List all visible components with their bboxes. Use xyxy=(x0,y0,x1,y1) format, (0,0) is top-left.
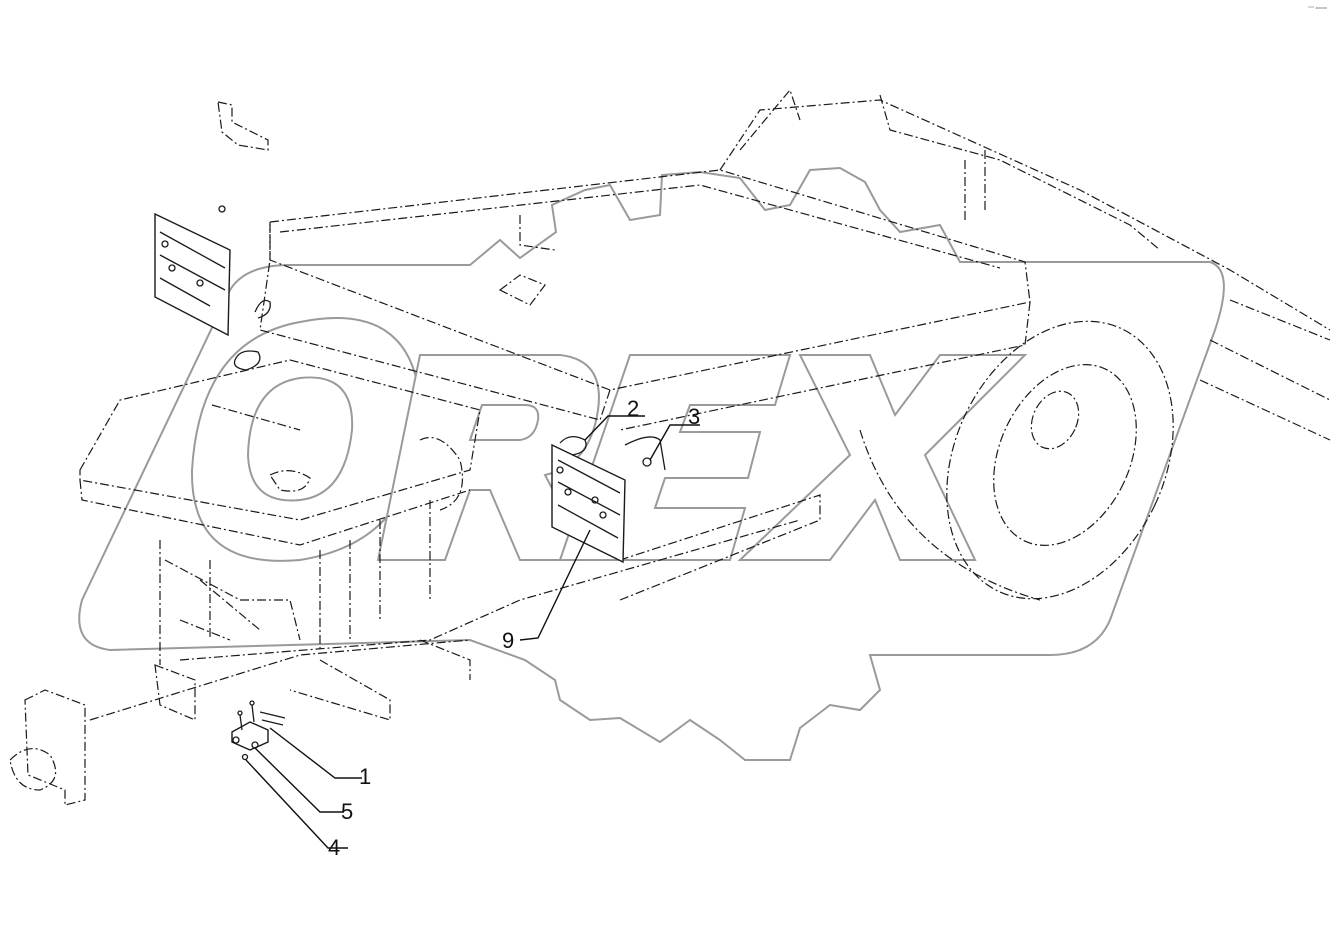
machine-outline xyxy=(9,88,1331,806)
leader-9 xyxy=(519,529,591,641)
callout-2: 2 xyxy=(627,396,639,421)
callout-1: 1 xyxy=(359,764,371,789)
leader-lines xyxy=(245,415,700,849)
leader-2 xyxy=(584,415,645,441)
callout-9: 9 xyxy=(502,628,514,653)
leader-3 xyxy=(649,424,700,461)
callout-3: 3 xyxy=(688,404,700,429)
corner-mark: °°° ==== xyxy=(1308,6,1327,12)
right-warning-plate xyxy=(551,436,666,564)
watermark-letter-r xyxy=(376,354,600,561)
leader-5 xyxy=(254,747,344,813)
watermark-letter-x xyxy=(737,354,1028,561)
leader-1 xyxy=(269,727,362,779)
callout-4: 4 xyxy=(328,835,340,860)
leader-4 xyxy=(245,759,348,849)
plate-fastener xyxy=(642,457,652,467)
watermark-logo xyxy=(78,166,1225,761)
light-bracket-assembly xyxy=(231,700,286,761)
callout-5: 5 xyxy=(341,799,353,824)
left-plate-nut xyxy=(218,205,226,213)
callout-labels: 2 3 9 1 5 4 xyxy=(328,396,700,860)
left-warning-plate xyxy=(154,205,271,371)
